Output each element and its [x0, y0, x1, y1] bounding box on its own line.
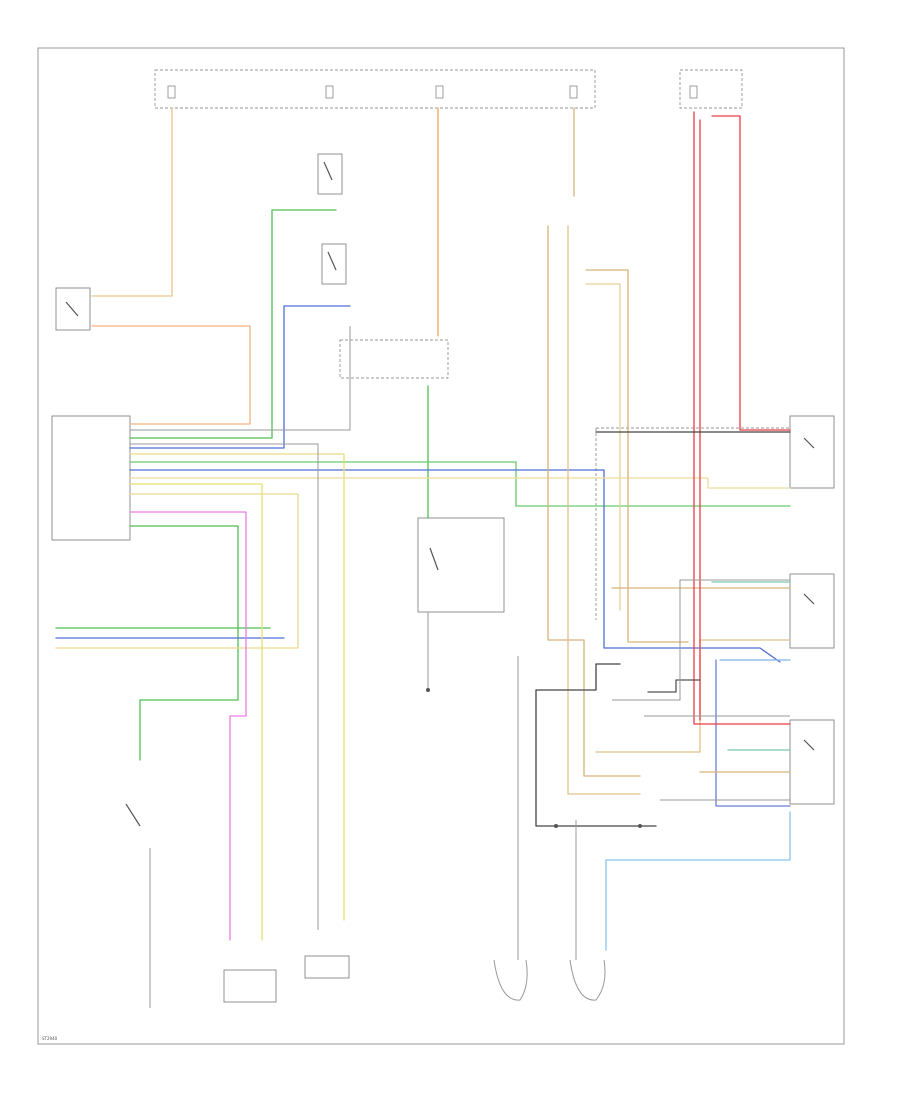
left-front-sensor-box [789, 573, 835, 649]
wire-lightblue-down [605, 811, 791, 951]
diode-module-dashed [339, 339, 449, 379]
speed-sensor [223, 969, 277, 1003]
wires [55, 107, 791, 1008]
wire-tan-right-4 [585, 269, 689, 643]
wire-green-right [129, 461, 791, 507]
wire-orange-brake [91, 325, 251, 425]
splice-pack-dashed [595, 427, 790, 620]
relay-center [417, 517, 505, 613]
wire-tan-brake [91, 107, 173, 297]
wire-yellow-speed [129, 483, 263, 941]
pressure-sensor [304, 955, 350, 979]
wire-gray-module-2 [130, 443, 319, 930]
fuse-panel [154, 69, 743, 109]
wire-black-4 [647, 679, 701, 693]
left-rear-sensor-box [789, 719, 835, 805]
wire-blue-upper [129, 305, 351, 449]
right-actuator [789, 415, 835, 489]
wire-tan-right-2 [547, 225, 641, 777]
wire-pink-speed [129, 511, 247, 941]
pressure-switch-lower [321, 243, 347, 285]
component-boxes [51, 153, 835, 1003]
wire-black-1 [535, 663, 621, 691]
wire-tan-right-5 [585, 283, 621, 611]
wire-paleyellow-right [129, 477, 791, 489]
wire-gray-rel [612, 579, 790, 701]
switch-symbols [65, 161, 815, 827]
wire-blue-lr [715, 659, 791, 807]
wire-green-lower [129, 525, 239, 761]
page-code: ST2940 [42, 1036, 58, 1041]
wire-blue-right [129, 469, 781, 663]
wire-tan-right-7 [595, 639, 791, 753]
control-module [51, 415, 131, 541]
wire-black-2 [535, 689, 657, 827]
brake-switch [55, 287, 91, 331]
wire-gray-module [130, 326, 351, 431]
ground-connectors [426, 688, 642, 1001]
wire-green-upper [129, 209, 337, 439]
wire-red-1 [693, 111, 791, 725]
diagram-border [37, 47, 845, 1045]
wire-tan-right-3 [567, 225, 641, 795]
wire-red-2 [711, 115, 791, 431]
wire-paleyellow-left [55, 493, 299, 649]
pressure-switch-upper [317, 153, 343, 195]
